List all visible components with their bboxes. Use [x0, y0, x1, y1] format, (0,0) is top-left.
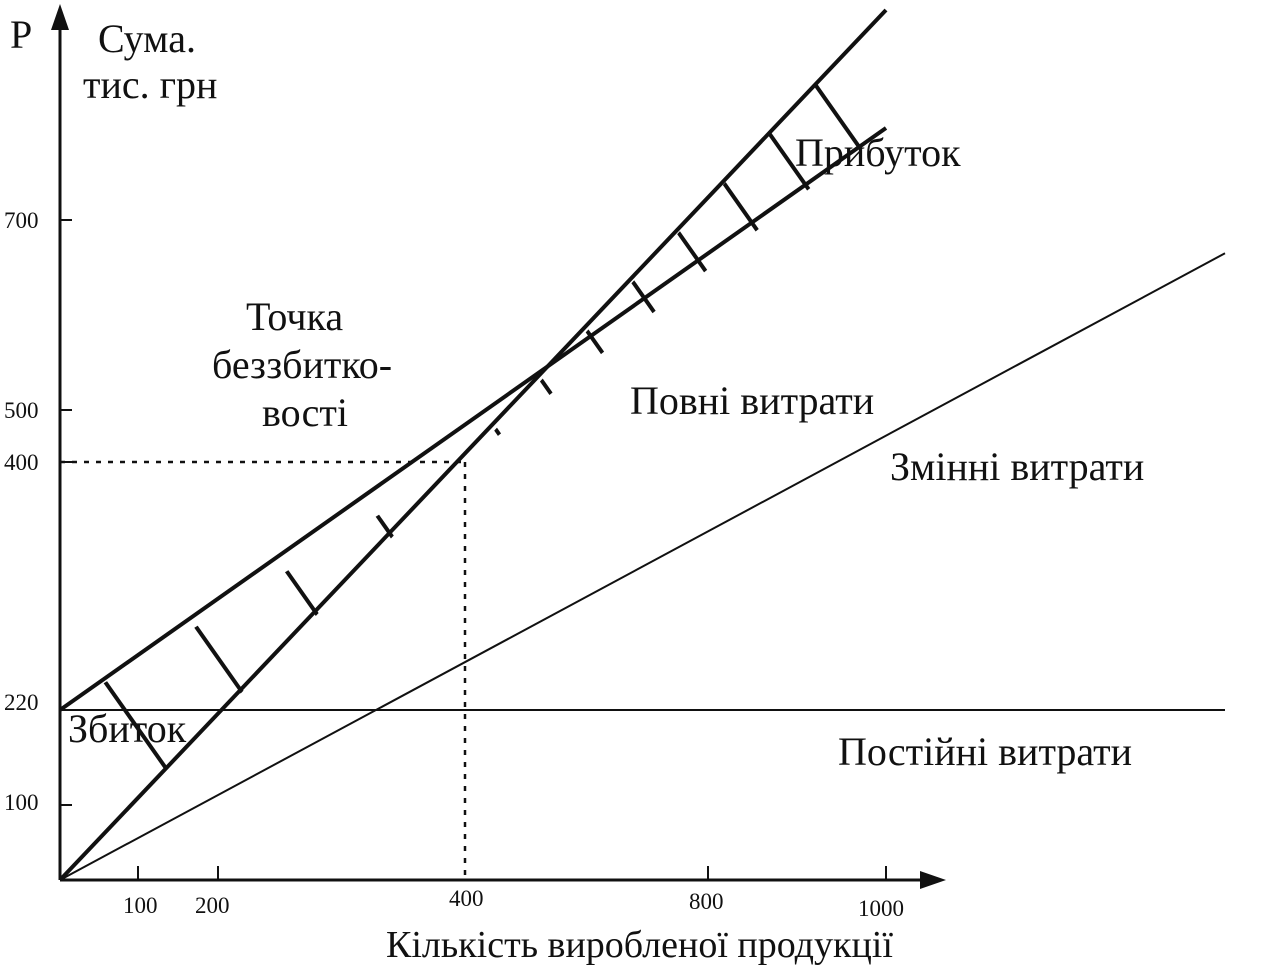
variable-costs-label: Змінні витрати	[890, 444, 1144, 489]
x-tick-label-100: 100	[123, 893, 158, 918]
x-ticks: 100 200 400 800 1000	[123, 866, 904, 921]
full-costs-line	[58, 126, 888, 712]
y-axis-title-line-1: Сума.	[98, 16, 196, 61]
y-tick-label-100: 100	[4, 790, 39, 815]
y-tick-label-220: 220	[4, 690, 39, 715]
revenue-line	[58, 8, 888, 882]
break-even-label-line-2: беззбитко-	[212, 342, 392, 387]
y-axis-title-line-2: тис. грн	[83, 62, 217, 107]
x-tick-label-200: 200	[195, 893, 230, 918]
break-even-label-line-3: вості	[262, 390, 348, 435]
y-tick-label-500: 500	[4, 398, 39, 423]
profit-label: Прибуток	[795, 130, 961, 175]
x-tick-label-400: 400	[449, 886, 484, 911]
profit-hatching	[465, 10, 886, 462]
y-ticks: 700 500 400 220 100	[4, 208, 72, 815]
break-even-label-line-1: Точка	[246, 294, 343, 339]
full-costs-label: Повні витрати	[630, 378, 874, 423]
y-tick-label-400: 400	[4, 450, 39, 475]
y-axis-symbol: P	[10, 12, 32, 57]
fixed-costs-label: Постійні витрати	[838, 729, 1132, 774]
y-axis-arrow	[51, 4, 69, 30]
x-axis-title: Кількість виробленої продукції	[386, 924, 893, 966]
x-tick-label-1000: 1000	[858, 896, 904, 921]
x-tick-label-800: 800	[689, 889, 724, 914]
x-axis-arrow	[920, 871, 946, 889]
series-lines	[58, 8, 1226, 882]
variable-costs-line	[59, 252, 1226, 881]
y-tick-label-700: 700	[4, 208, 39, 233]
loss-label: Збиток	[68, 706, 187, 751]
